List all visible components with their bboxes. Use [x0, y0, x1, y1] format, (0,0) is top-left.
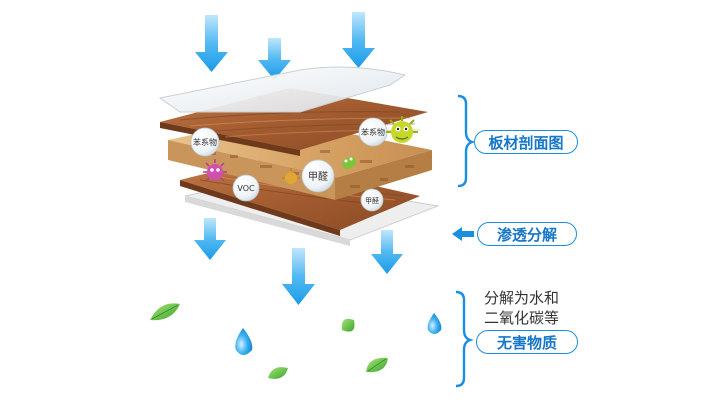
germ-icon — [282, 168, 300, 184]
upper-veneer — [160, 88, 428, 156]
svg-text:甲醛: 甲醛 — [365, 196, 379, 205]
water-drop-icon — [235, 328, 253, 355]
leaf-icon — [268, 367, 288, 379]
germ-icon — [386, 116, 418, 143]
leaf-icon — [341, 318, 355, 332]
leaf-icon — [150, 303, 180, 321]
germ-icon — [341, 156, 357, 170]
result-line-1: 分解为水和 — [484, 289, 560, 307]
pollutant-bubble-voc: VOC — [232, 174, 260, 202]
down-arrow-icon — [195, 15, 228, 72]
germ-icon — [203, 159, 227, 182]
leaf-icon — [366, 357, 388, 373]
down-arrow-icon — [258, 38, 291, 80]
result-line-2: 二氧化碳等 — [484, 309, 560, 327]
top-film — [158, 66, 407, 113]
down-arrow-icon — [194, 218, 226, 260]
down-arrow-icon — [342, 12, 375, 68]
down-arrow-icon — [371, 230, 403, 274]
board-section-label: 板材剖面图 — [474, 130, 578, 154]
svg-text:苯系物: 苯系物 — [361, 127, 385, 137]
svg-text:苯系物: 苯系物 — [193, 137, 217, 147]
pollutant-bubble-benzene-left: 苯系物 — [190, 127, 220, 157]
top-arrows — [195, 12, 375, 80]
pollutant-bubble-formaldehyde: 甲醛 — [301, 159, 335, 193]
down-arrow-icon — [282, 248, 315, 305]
water-drop-icon — [427, 313, 442, 334]
harmless-label: 无害物质 — [476, 330, 578, 354]
svg-text:VOC: VOC — [237, 184, 255, 193]
bottom-arrows — [194, 218, 403, 305]
pollutant-bubble-benzene-top: 苯系物 — [358, 117, 388, 147]
left-arrow-icon — [452, 227, 474, 241]
penetrate-label: 渗透分解 — [477, 222, 577, 246]
svg-text:甲醛: 甲醛 — [308, 170, 328, 183]
pollutant-bubble-formaldehyde-small: 甲醛 — [360, 188, 384, 212]
bracket-icon — [457, 94, 476, 188]
bracket-icon — [455, 290, 474, 388]
